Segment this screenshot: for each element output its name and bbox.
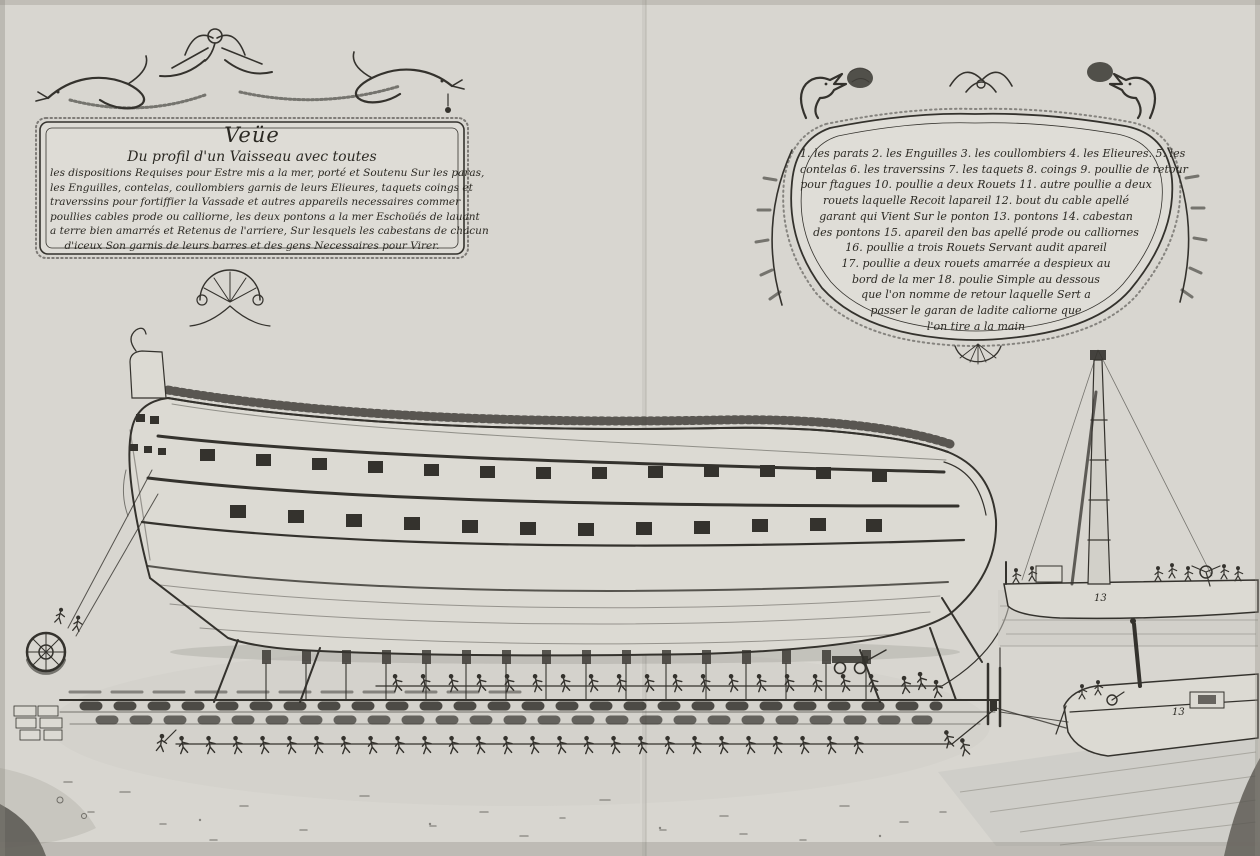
capstan-wheel xyxy=(25,631,67,675)
pontoon-crew xyxy=(1012,562,1244,587)
legend-line: 1. les parats 2. les Enguilles 3. les co… xyxy=(800,147,1186,160)
legend-line: des pontons 15. apareil den bas apellé p… xyxy=(813,225,1139,239)
water-lower xyxy=(938,726,1258,846)
legend-text: 1. les parats 2. les Enguilles 3. les co… xyxy=(800,146,1188,334)
legend-line: rouets laquelle Recoit lapareil 12. bout… xyxy=(823,194,1129,208)
shell-ornament xyxy=(189,269,271,327)
right-cartouche-frame xyxy=(782,107,1182,347)
dragon-ornament-left xyxy=(799,72,848,120)
cart xyxy=(832,649,887,675)
hauling-ropes xyxy=(67,469,1067,745)
barge-number: 13 xyxy=(1172,707,1185,718)
upper-pontoon: 13 xyxy=(1003,561,1259,620)
left-cartouche-line: d'iceux Son garnis de leurs barres et de… xyxy=(64,239,440,252)
legend-line: l'on tire a la main xyxy=(926,319,1026,333)
laurel-branch-right xyxy=(1167,147,1208,303)
stern-gallery xyxy=(122,327,167,561)
left-cartouche-line: a terre bien amarrés et Retenus de l'arr… xyxy=(50,225,489,238)
legend-line: 17. poullie a deux rouets amarrée a desp… xyxy=(841,256,1111,270)
crest-ornament xyxy=(847,62,1113,93)
plate-title: Veüe xyxy=(224,123,280,147)
legend-line: bord de la mer 18. poulie Simple au dess… xyxy=(852,272,1100,286)
quay-posts xyxy=(986,647,1002,728)
left-cartouche-line: les dispositions Requises pour Estre mis… xyxy=(50,167,485,179)
pontoon-number: 13 xyxy=(1094,593,1107,604)
garland-ornament xyxy=(68,84,451,113)
gunports-upper xyxy=(200,449,887,482)
right-dolphin-icon xyxy=(352,51,465,104)
left-cartouche-line: poullies cables prode ou calliorne, les … xyxy=(50,210,480,223)
legend-line: pour ftagues 10. poullie a deux Rouets 1… xyxy=(800,178,1152,192)
legend-line: que l'on nomme de retour laquelle Sert a xyxy=(861,288,1091,302)
pontoon-mast xyxy=(1021,349,1213,586)
shell-ornament-bottom xyxy=(954,343,1002,365)
left-cartouche-text: Veüe Du profil d'un Vaisseau avec toutes… xyxy=(50,123,489,254)
plate-subtitle: Du profil d'un Vaisseau avec toutes xyxy=(127,149,377,165)
slipway xyxy=(59,690,1001,725)
left-cartouche-frame xyxy=(35,117,469,259)
legend-line: 16. poullie a trois Rouets Servant audit… xyxy=(845,241,1107,255)
timber-stack xyxy=(13,705,63,741)
timberhead-rail xyxy=(163,385,955,461)
gunports-lower xyxy=(230,505,882,536)
legend-line: garant qui Vient Sur le ponton 13. ponto… xyxy=(819,209,1133,223)
shore-figures xyxy=(54,606,177,753)
legend-line: contelas 6. les traverssins 7. les taque… xyxy=(800,162,1188,176)
legend-line: passer le garan de ladite caliorne que xyxy=(870,304,1082,318)
laurel-branch-left xyxy=(754,149,793,306)
cherub-ornament xyxy=(159,28,273,78)
left-dolphin-icon xyxy=(35,55,148,110)
left-cartouche-line: traverssins pour fortiffier la Vassade e… xyxy=(50,196,461,209)
dragon-ornament-right xyxy=(1108,72,1157,120)
lower-barge: 13 xyxy=(999,618,1259,757)
left-cartouche-line: les Enguilles, contelas, coullombiers ga… xyxy=(50,181,473,194)
